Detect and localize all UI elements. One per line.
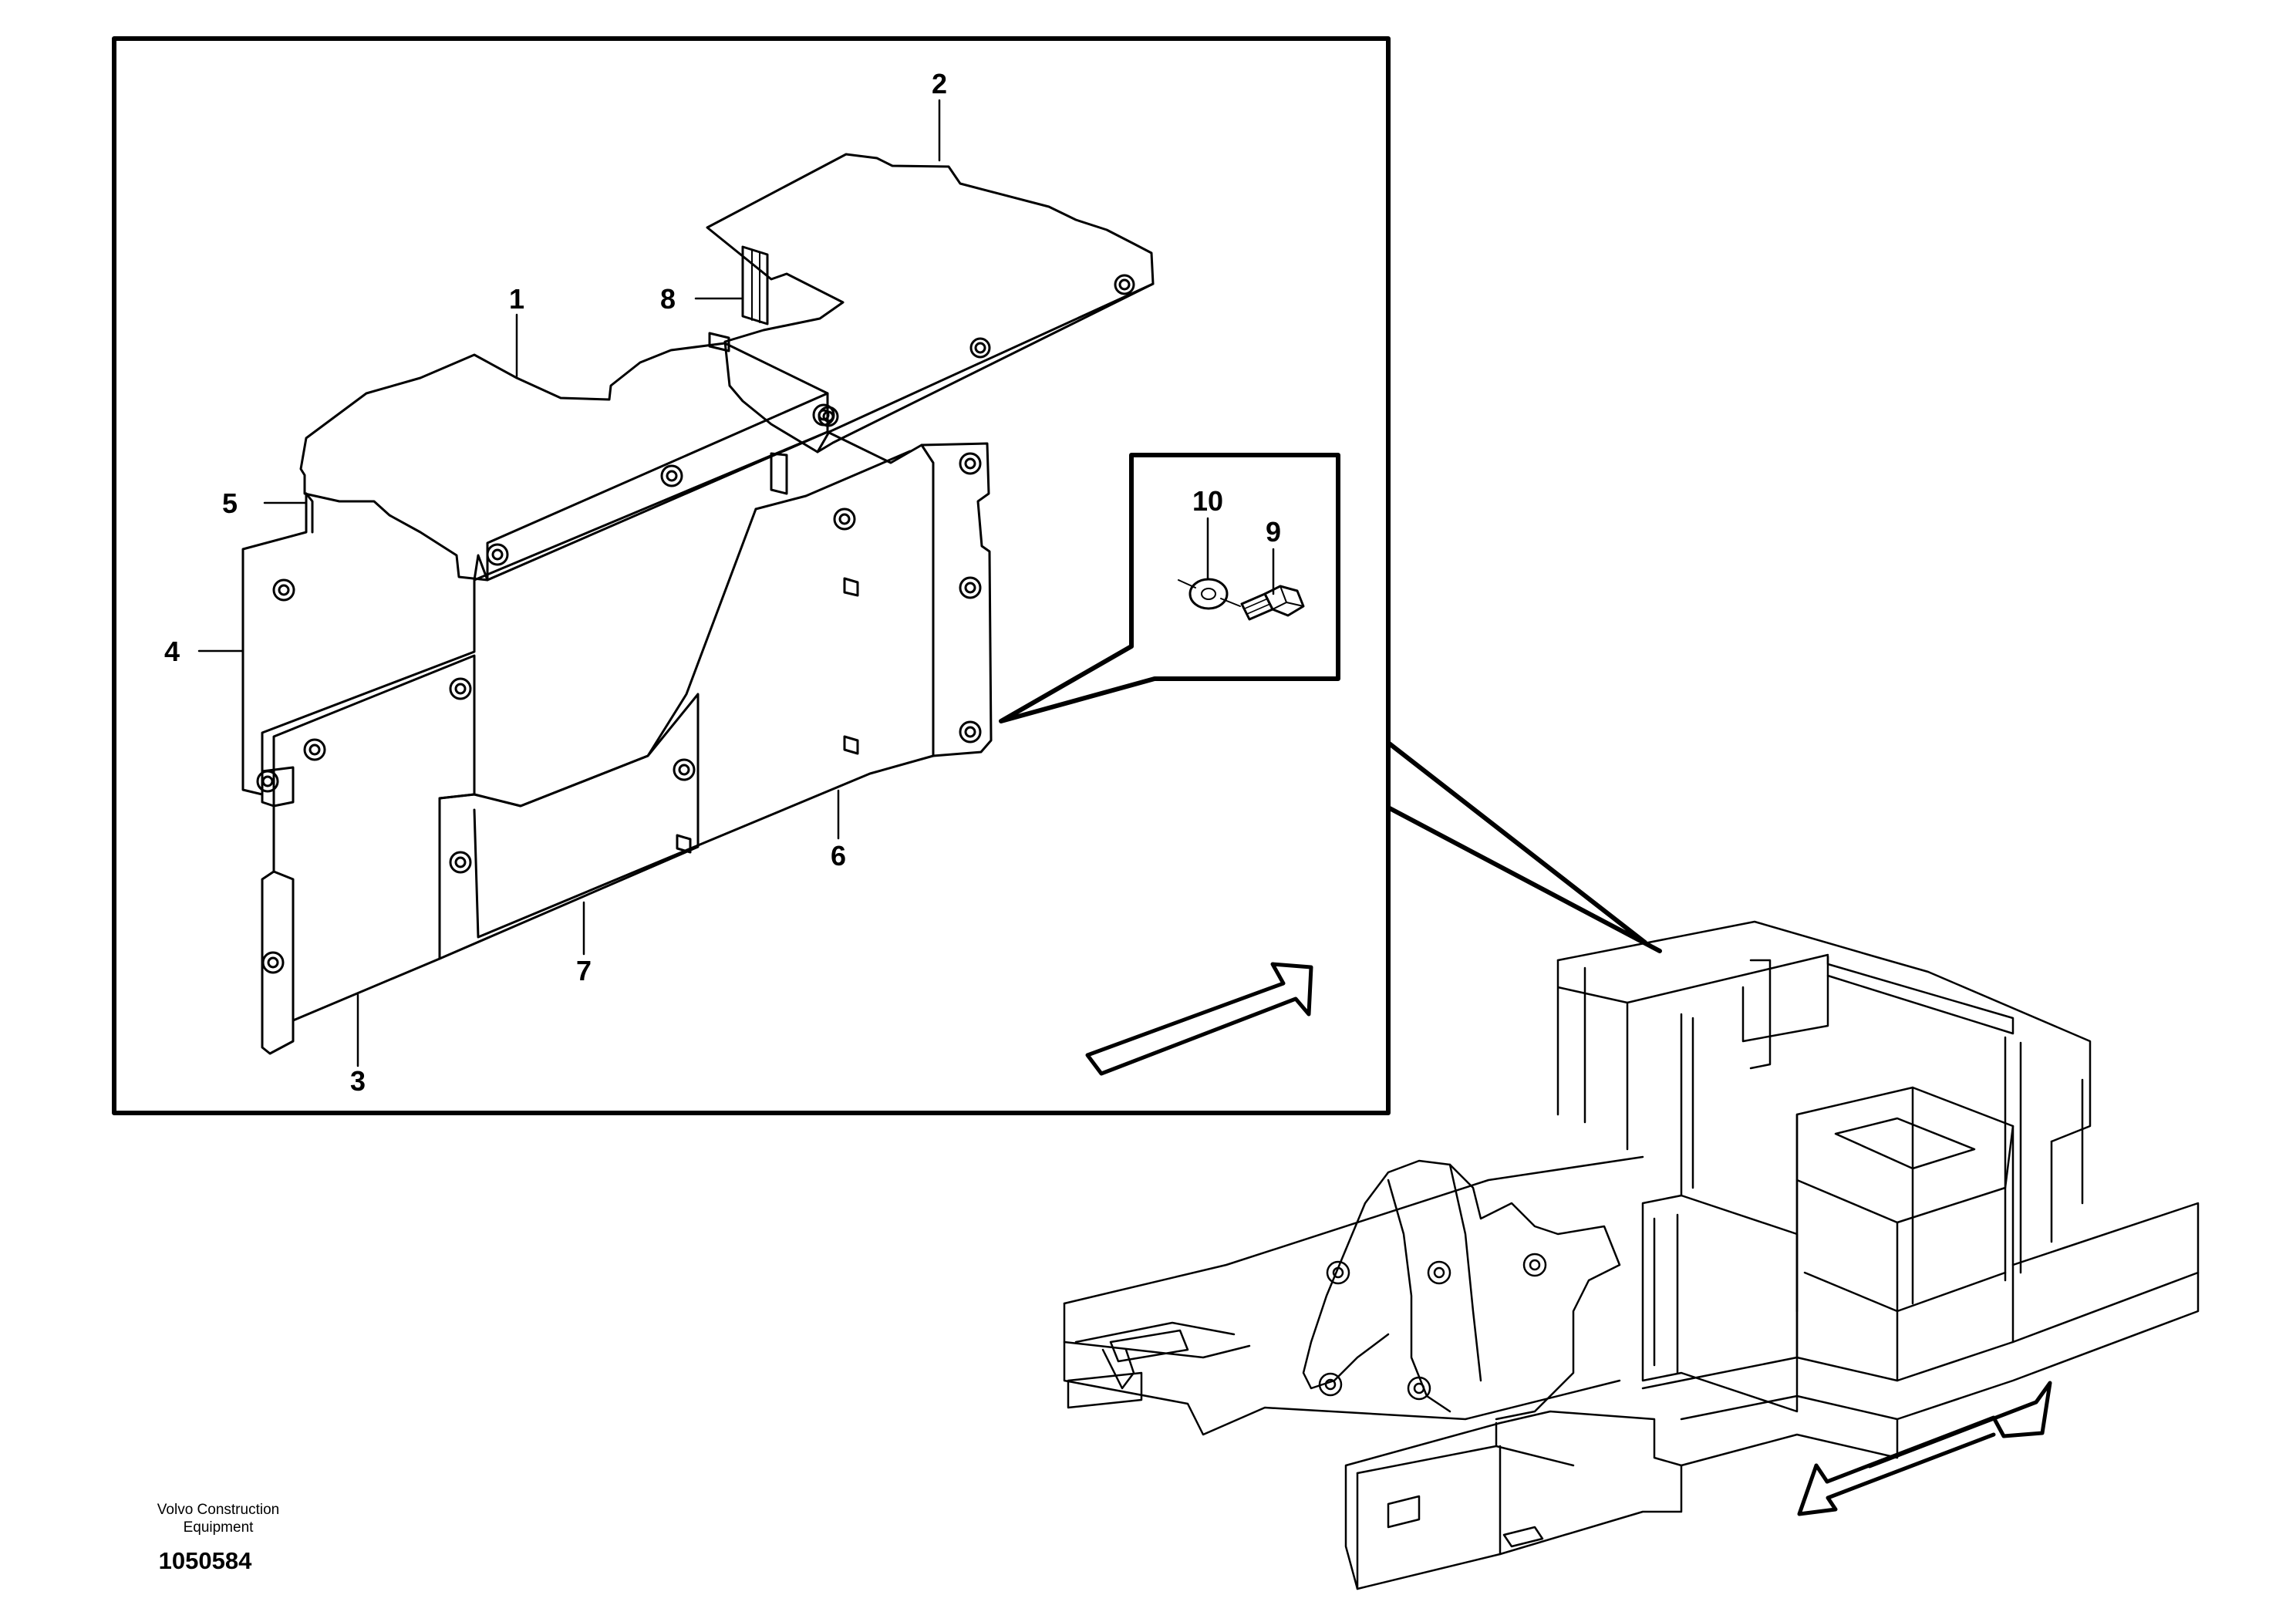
detail-frame xyxy=(112,36,1391,1115)
manufacturer-label: Volvo Construction Equipment xyxy=(114,1501,322,1536)
part-6-side-panel xyxy=(473,430,993,939)
inset-frame xyxy=(999,453,1340,723)
callout-6: 6 xyxy=(831,840,846,872)
part-7-lower-panel xyxy=(438,693,700,960)
callout-1: 1 xyxy=(509,283,524,315)
drawing-number: 1050584 xyxy=(158,1547,252,1574)
callout-4: 4 xyxy=(164,636,180,667)
part-8-bracket xyxy=(708,245,788,495)
callout-5: 5 xyxy=(222,487,238,519)
direction-arrow-icon xyxy=(1085,962,1313,1076)
washer-icon xyxy=(1178,578,1229,610)
part-3-lower-panel xyxy=(261,654,476,1055)
manufacturer-line-2: Equipment xyxy=(183,1519,254,1536)
part-2-cover-plate xyxy=(706,153,1155,454)
callout-3: 3 xyxy=(350,1065,366,1097)
part-1-main-cover xyxy=(299,342,835,582)
overview-direction-arrow-icon xyxy=(1825,1381,2052,1484)
callout-10: 10 xyxy=(1192,485,1223,517)
part-4-side-panel xyxy=(241,492,489,796)
machine-frame-overview xyxy=(1063,920,2200,1590)
detail-leader-wedge xyxy=(1386,740,1662,953)
callout-2: 2 xyxy=(932,68,947,99)
callout-leaders xyxy=(197,99,1275,1067)
bolt-icon xyxy=(1220,585,1305,621)
callout-7: 7 xyxy=(576,955,592,986)
overview-direction-arrow-body xyxy=(1797,1432,1996,1516)
callout-8: 8 xyxy=(660,283,676,315)
manufacturer-line-1: Volvo Construction xyxy=(157,1502,280,1518)
callout-9: 9 xyxy=(1266,516,1281,548)
